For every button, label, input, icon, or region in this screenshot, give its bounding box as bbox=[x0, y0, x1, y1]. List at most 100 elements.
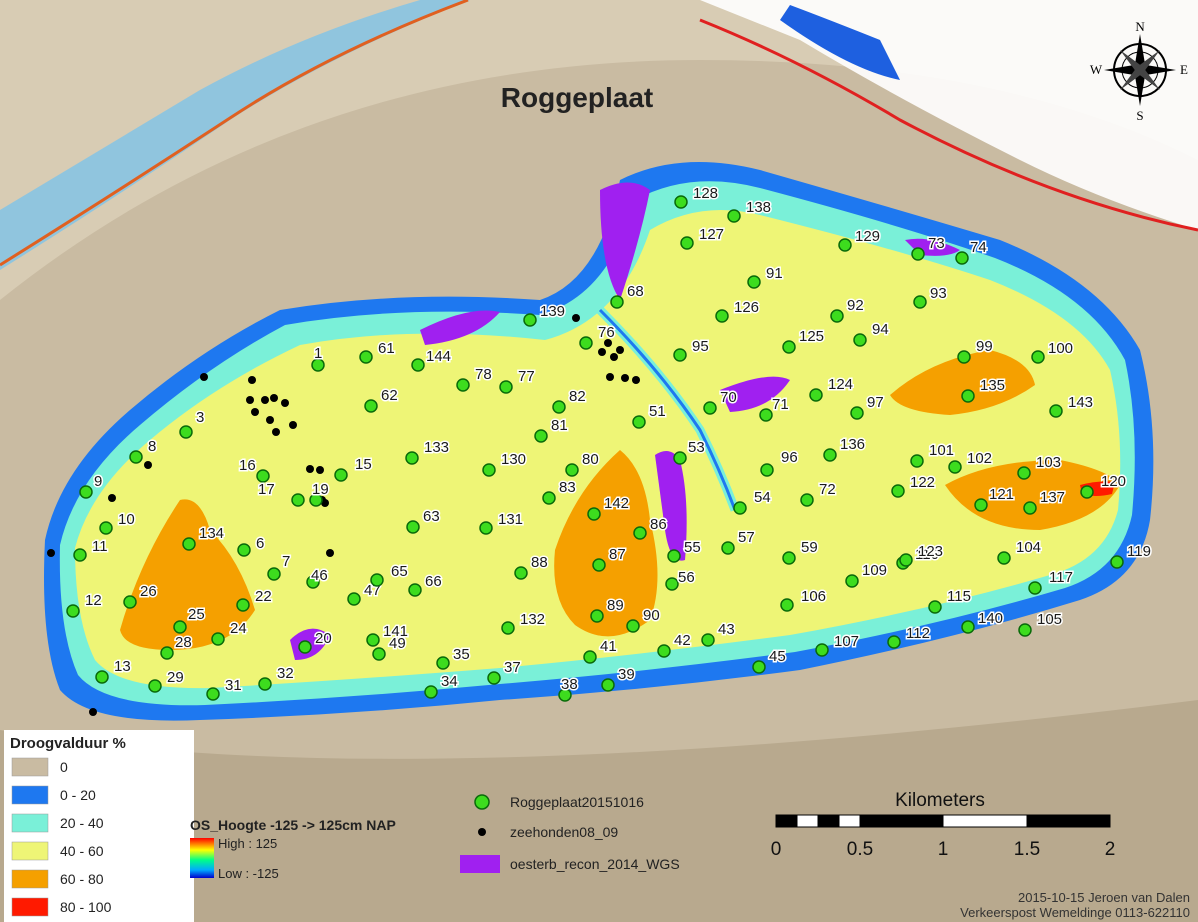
sample-point-label: 73 bbox=[928, 235, 945, 252]
sample-point bbox=[780, 598, 794, 612]
sample-point-label: 117 bbox=[1049, 569, 1073, 586]
seal-point bbox=[604, 339, 612, 347]
sample-point-label: 125 bbox=[799, 328, 824, 345]
sample-point bbox=[424, 685, 438, 699]
sample-point-label: 123 bbox=[918, 543, 943, 560]
sample-point bbox=[129, 450, 143, 464]
sample-point-label: 87 bbox=[609, 546, 626, 563]
sample-point bbox=[850, 406, 864, 420]
sample-point bbox=[633, 526, 647, 540]
dike-right-water bbox=[780, 5, 900, 80]
sample-point bbox=[1023, 501, 1037, 515]
sample-point bbox=[182, 537, 196, 551]
sample-point bbox=[99, 521, 113, 535]
sample-point bbox=[258, 677, 272, 691]
seal-point bbox=[321, 499, 329, 507]
sample-point bbox=[733, 501, 747, 515]
sample-point bbox=[408, 583, 422, 597]
sample-point bbox=[587, 507, 601, 521]
sample-point bbox=[73, 548, 87, 562]
sample-point bbox=[887, 635, 901, 649]
sample-point bbox=[148, 679, 162, 693]
sample-point-label: 10 bbox=[118, 511, 135, 528]
sample-point bbox=[311, 358, 325, 372]
sample-point-label: 78 bbox=[475, 366, 492, 383]
sample-point bbox=[727, 209, 741, 223]
scalebar-title: Kilometers bbox=[895, 790, 985, 811]
scalebar-tick-label: 0 bbox=[771, 839, 782, 860]
sample-point-label: 97 bbox=[867, 394, 884, 411]
legend-label: 0 - 20 bbox=[60, 787, 96, 803]
sample-point bbox=[298, 640, 312, 654]
sample-point-label: 25 bbox=[188, 606, 205, 623]
sample-point bbox=[838, 238, 852, 252]
sample-point-label: 71 bbox=[772, 396, 789, 413]
credit-block: 2015-10-15 Jeroen van Dalen Verkeerspost… bbox=[960, 890, 1190, 920]
scalebar-tick-label: 1.5 bbox=[1014, 839, 1040, 860]
sample-point bbox=[237, 543, 251, 557]
sample-point bbox=[667, 549, 681, 563]
sample-point bbox=[782, 551, 796, 565]
sample-point-label: 76 bbox=[598, 324, 615, 341]
sample-point-label: 32 bbox=[277, 665, 294, 682]
sample-point bbox=[1018, 623, 1032, 637]
sample-point bbox=[1028, 581, 1042, 595]
sample-point-label: 72 bbox=[819, 481, 836, 498]
seal-point bbox=[144, 461, 152, 469]
sample-point-label: 62 bbox=[381, 387, 398, 404]
sample-point bbox=[406, 520, 420, 534]
sample-point bbox=[366, 633, 380, 647]
sample-point-label: 22 bbox=[255, 588, 272, 605]
sample-point-label: 49 bbox=[389, 635, 406, 652]
sample-point-label: 133 bbox=[424, 439, 449, 456]
sample-point bbox=[674, 195, 688, 209]
sample-point bbox=[830, 309, 844, 323]
legend-label: 0 bbox=[60, 759, 68, 775]
sample-point-label: 112 bbox=[906, 625, 930, 642]
sample-point bbox=[482, 463, 496, 477]
sample-point-label: 120 bbox=[1101, 473, 1126, 490]
sample-point bbox=[760, 463, 774, 477]
layer-symbol-oyster bbox=[460, 855, 500, 873]
legend-label: 40 - 60 bbox=[60, 843, 104, 859]
sample-point-label: 140 bbox=[978, 610, 1003, 627]
seal-point bbox=[108, 494, 116, 502]
sample-point bbox=[1110, 555, 1124, 569]
sample-point-label: 115 bbox=[947, 588, 971, 605]
sample-point bbox=[1080, 485, 1094, 499]
sample-point bbox=[955, 251, 969, 265]
sample-point-label: 143 bbox=[1068, 394, 1093, 411]
sample-point-label: 93 bbox=[930, 285, 947, 302]
sample-point bbox=[961, 389, 975, 403]
sample-point bbox=[997, 551, 1011, 565]
seal-points bbox=[47, 314, 640, 716]
channel-shade-lower bbox=[0, 700, 1198, 922]
sample-point-label: 122 bbox=[910, 474, 935, 491]
sample-point bbox=[309, 493, 323, 507]
sample-point-label: 130 bbox=[501, 451, 526, 468]
sample-point-label: 63 bbox=[423, 508, 440, 525]
layer-symbol-seals bbox=[478, 828, 486, 836]
sample-point-label: 19 bbox=[312, 481, 329, 498]
sample-point bbox=[899, 553, 913, 567]
dike-right bbox=[700, 0, 1198, 230]
compass-n-label: N bbox=[1135, 19, 1145, 34]
sample-point-label: 94 bbox=[872, 321, 889, 338]
seal-point bbox=[616, 346, 624, 354]
sample-point bbox=[957, 350, 971, 364]
seal-point bbox=[606, 373, 614, 381]
sample-point bbox=[160, 646, 174, 660]
sample-point-label: 141 bbox=[383, 623, 408, 640]
legend-swatch bbox=[11, 897, 49, 917]
sample-point-label: 124 bbox=[828, 376, 853, 393]
sample-point bbox=[206, 687, 220, 701]
sample-point-label: 86 bbox=[650, 516, 667, 533]
sample-point bbox=[123, 595, 137, 609]
scalebar-segment bbox=[1026, 814, 1111, 828]
flat-60-80-central bbox=[554, 450, 658, 637]
legend-swatch bbox=[11, 869, 49, 889]
sample-point bbox=[211, 632, 225, 646]
sample-point bbox=[948, 460, 962, 474]
seal-point bbox=[632, 376, 640, 384]
sample-point bbox=[592, 558, 606, 572]
